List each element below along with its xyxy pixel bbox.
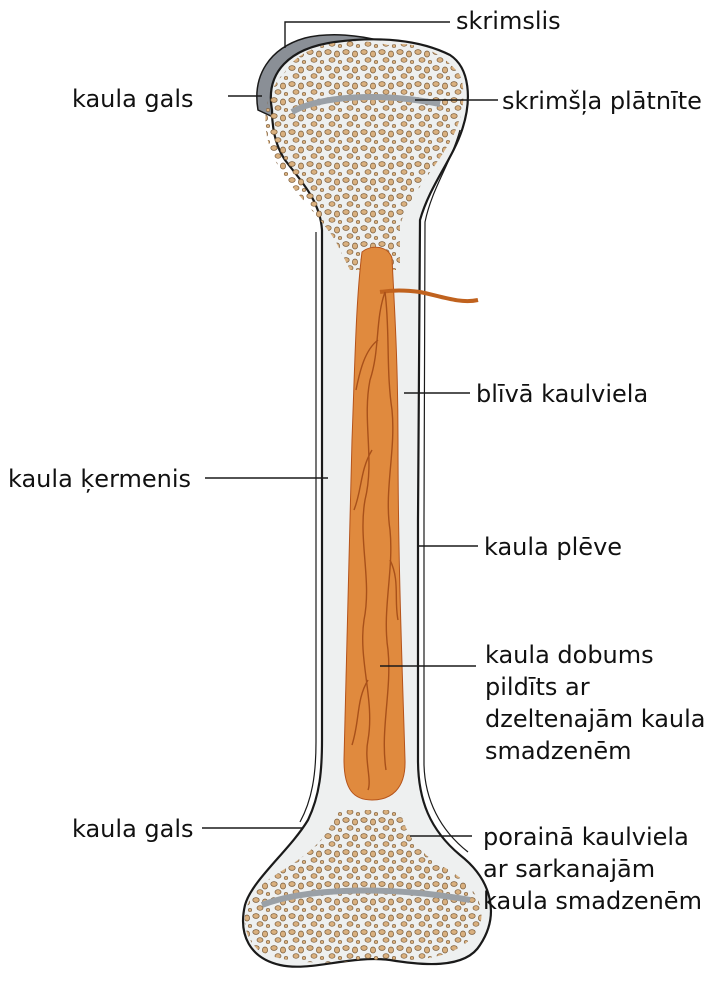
label-growth-plate: skrimšļa plātnīte [502, 86, 702, 117]
label-cavity-line-4: smadzenēm [485, 736, 632, 767]
periosteum-line [424, 130, 468, 852]
label-cavity-line-1: kaula dobums [485, 640, 654, 671]
label-compact-bone: blīvā kaulviela [476, 379, 648, 410]
label-cavity-line-3: dzeltenajām kaula [485, 704, 706, 735]
label-spongy-line-1: porainā kaulviela [483, 822, 689, 853]
label-epiphysis-bottom: kaula gals [72, 814, 194, 845]
label-periosteum: kaula plēve [484, 532, 622, 563]
label-epiphysis-top: kaula gals [72, 84, 194, 115]
label-spongy-line-2: ar sarkanajām [483, 854, 655, 885]
label-shaft: kaula ķermenis [8, 464, 191, 495]
periosteum-line-left [300, 232, 316, 822]
label-spongy-line-3: kaula smadzenēm [483, 886, 702, 917]
label-cartilage: skrimslis [456, 6, 561, 37]
label-cavity-line-2: pildīts ar [485, 672, 590, 703]
